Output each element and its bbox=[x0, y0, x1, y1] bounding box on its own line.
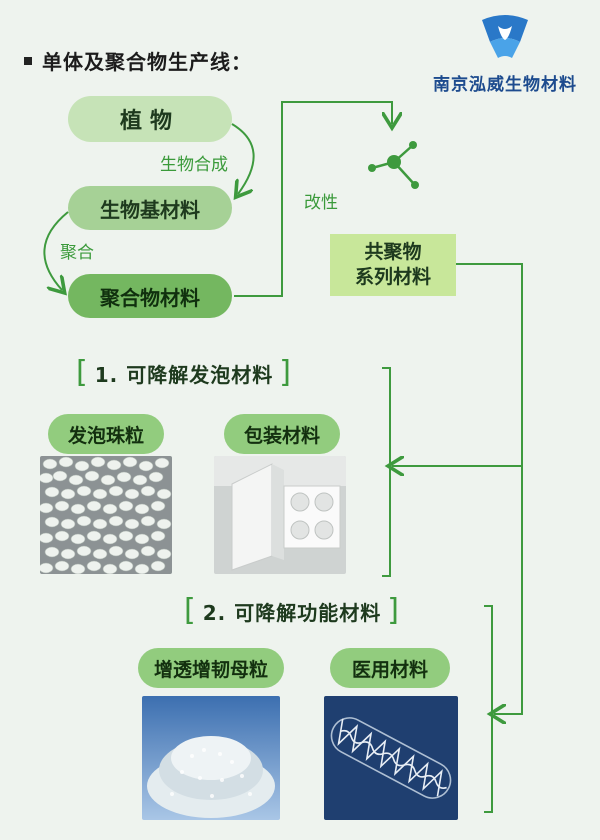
foam-packaging-photo bbox=[214, 456, 346, 574]
section1-title: [ 1. 可降解发泡材料 ] bbox=[70, 358, 298, 388]
medical-stent-photo bbox=[324, 696, 458, 820]
company-logo: 南京泓威生物材料 bbox=[416, 12, 594, 95]
bracket-right-icon-2: ] bbox=[387, 593, 400, 628]
transparent-pellets-photo bbox=[142, 696, 280, 820]
trunk-line bbox=[456, 263, 523, 714]
biosynthesis-label: 生物合成 bbox=[160, 155, 228, 175]
company-name: 南京泓威生物材料 bbox=[433, 75, 577, 95]
bracket-left-icon: [ bbox=[76, 355, 89, 390]
arrow-biosynthesis bbox=[231, 123, 255, 194]
polymerize-label: 聚合 bbox=[60, 243, 94, 263]
tag-masterbatch: 增透增韧母粒 bbox=[138, 648, 284, 688]
arrow-polymerize bbox=[43, 211, 69, 290]
tag-medical: 医用材料 bbox=[330, 648, 450, 688]
header-title-text: 单体及聚合物生产线： bbox=[42, 50, 252, 74]
polymer-material-node: 聚合物材料 bbox=[68, 274, 232, 318]
section2-title: [ 2. 可降解功能材料 ] bbox=[178, 596, 406, 626]
header-title: 单体及聚合物生产线： bbox=[24, 46, 252, 75]
bracket-right-icon: ] bbox=[279, 355, 292, 390]
tag-packaging: 包装材料 bbox=[224, 414, 340, 454]
section2-bracket bbox=[484, 605, 493, 813]
copolymer-line1: 共聚物 bbox=[364, 241, 422, 264]
copolymer-line2: 系列材料 bbox=[354, 266, 431, 288]
plant-node: 植物 bbox=[68, 96, 232, 142]
section1-bracket bbox=[382, 367, 391, 577]
bullet-icon bbox=[24, 56, 32, 65]
bracket-left-icon-2: [ bbox=[184, 593, 197, 628]
section2-title-text: 2. 可降解功能材料 bbox=[202, 600, 382, 625]
company-logo-icon bbox=[482, 15, 528, 58]
section1-title-text: 1. 可降解发泡材料 bbox=[94, 362, 274, 387]
arrow-modify bbox=[234, 101, 392, 297]
tag-foam-beads: 发泡珠粒 bbox=[48, 414, 164, 454]
copolymer-node: 共聚物 系列材料 bbox=[330, 234, 456, 296]
molecule-icon bbox=[368, 141, 419, 189]
bio-material-node: 生物基材料 bbox=[68, 186, 232, 230]
white-foam-beads-photo bbox=[40, 456, 172, 574]
modify-label: 改性 bbox=[304, 193, 338, 213]
